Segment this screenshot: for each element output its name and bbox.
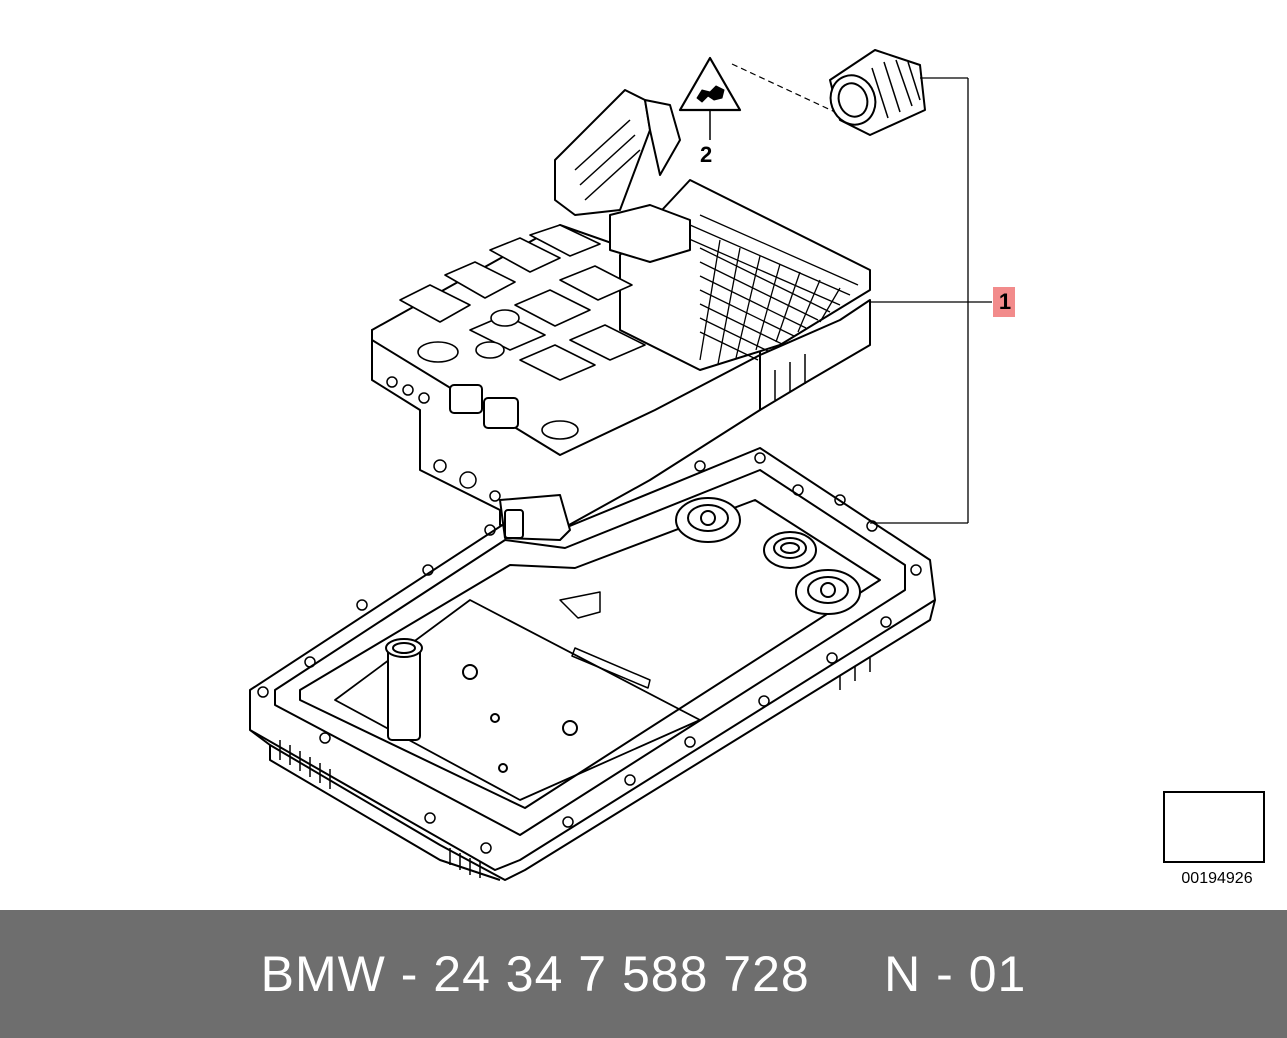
footer-bar: BMW - 24 34 7 588 728 N - 01 [0, 910, 1287, 1038]
reference-box [1163, 791, 1265, 863]
parts-diagram [249, 49, 1263, 881]
callout-label-2: 2 [700, 142, 713, 167]
warning-triangle-icon [678, 56, 742, 112]
callout-leader-1 [870, 77, 992, 524]
reference-number: 00194926 [1181, 870, 1253, 887]
mechatronic-unit [371, 89, 871, 541]
fill-plug [763, 531, 817, 569]
callout-label-1: 1 [998, 289, 1012, 314]
drain-plug [675, 497, 741, 543]
oil-pan [249, 447, 936, 881]
level-plug [795, 569, 861, 615]
part-number-text: BMW - 24 34 7 588 728 N - 01 [260, 946, 1027, 1002]
callout-1-highlight [993, 287, 1015, 317]
adapter-sleeve [829, 49, 926, 136]
